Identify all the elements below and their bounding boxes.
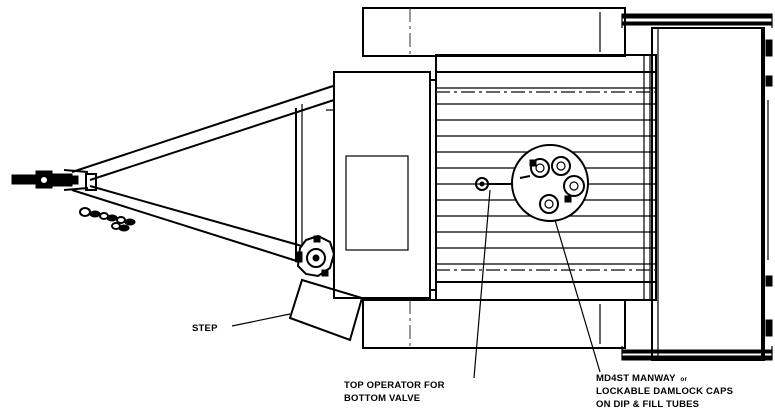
manway-label-line2: LOCKABLE DAMLOCK CAPS <box>596 386 733 397</box>
manway: MD4ST MANWAY or LOCKABLE DAMLOCK CAPS ON… <box>511 144 733 410</box>
front-cabinet <box>326 71 436 299</box>
rear-head <box>621 13 773 361</box>
manway-label-line1: MD4ST MANWAY or <box>596 373 687 384</box>
manway-label-line3: ON DIP & FILL TUBES <box>596 399 699 410</box>
step-label: STEP <box>192 323 218 334</box>
top-operator-label-line2: BOTTOM VALVE <box>344 393 420 404</box>
safety-chain <box>79 207 136 232</box>
a-frame-tongue <box>71 85 335 263</box>
hitch-coupler <box>11 169 89 191</box>
top-fender <box>362 7 626 57</box>
tongue-jack <box>295 234 336 278</box>
step: STEP <box>192 278 364 342</box>
top-operator-label-line1: TOP OPERATOR FOR <box>344 380 445 391</box>
